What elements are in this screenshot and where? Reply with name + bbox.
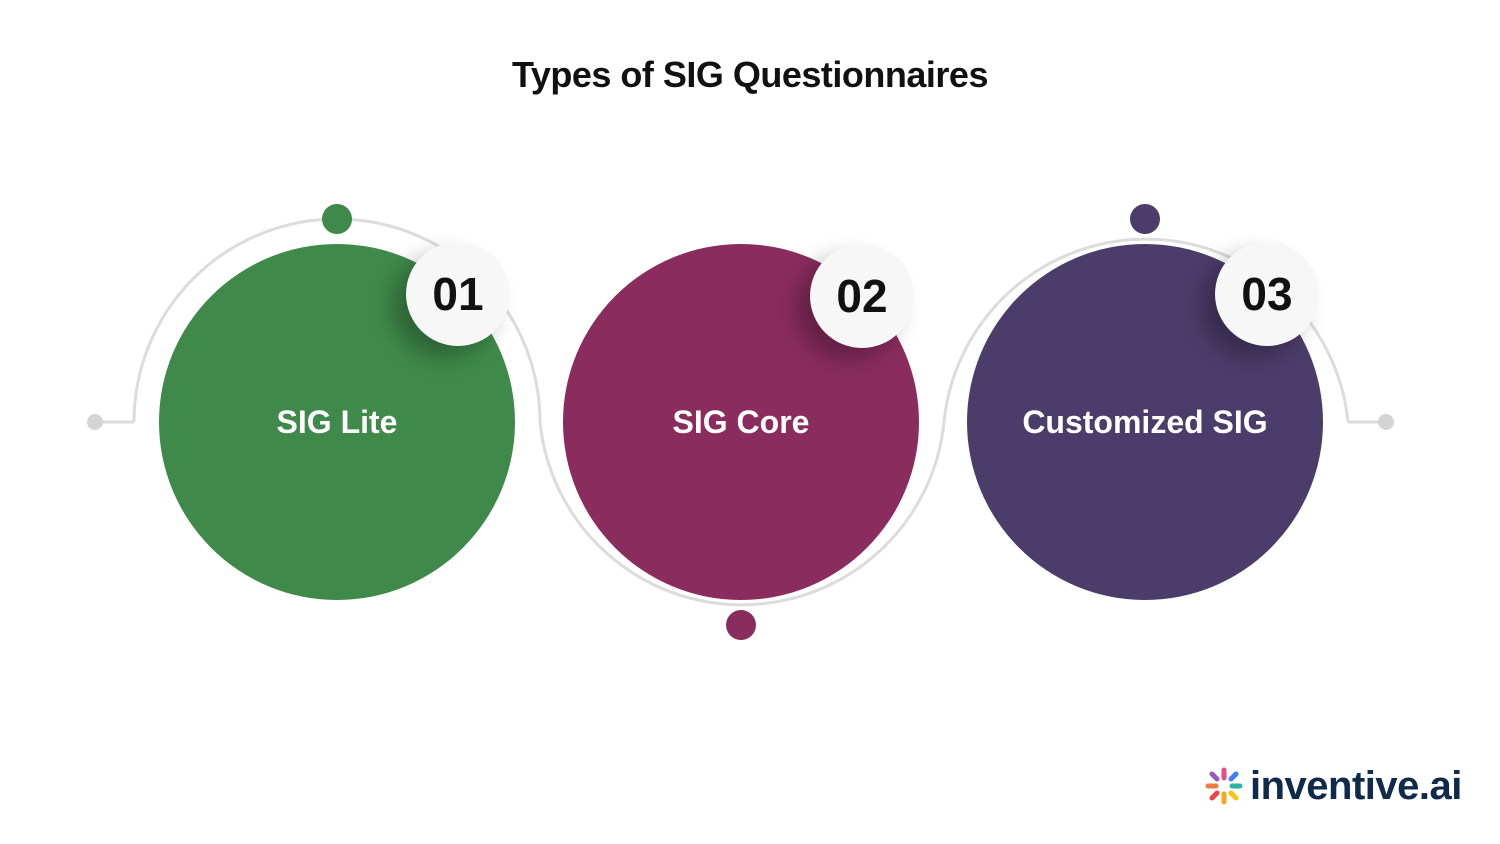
step-label-3: Customized SIG: [1022, 404, 1268, 440]
step-number-badge-1: 01: [406, 242, 510, 346]
brand-logo-text: inventive.ai: [1250, 763, 1462, 808]
step-number-badge-3: 03: [1215, 242, 1319, 346]
diagram-title: Types of SIG Questionnaires: [512, 54, 988, 95]
brand-logo: inventive.ai: [1204, 762, 1462, 810]
connector-end-dot: [1378, 414, 1394, 430]
step-label-1: SIG Lite: [276, 404, 398, 440]
step-marker-dot-2: [726, 610, 756, 640]
connector-arc-2: [538, 421, 946, 607]
step-label-2: SIG Core: [672, 404, 810, 440]
step-marker-dot-3: [1130, 204, 1160, 234]
inventive-sparkle-logo-icon: [1205, 767, 1243, 805]
connector-start-dot: [87, 414, 103, 430]
step-marker-dot-1: [322, 204, 352, 234]
connector-arc-3: [942, 237, 1350, 423]
step-number-badge-2: 02: [810, 244, 914, 348]
